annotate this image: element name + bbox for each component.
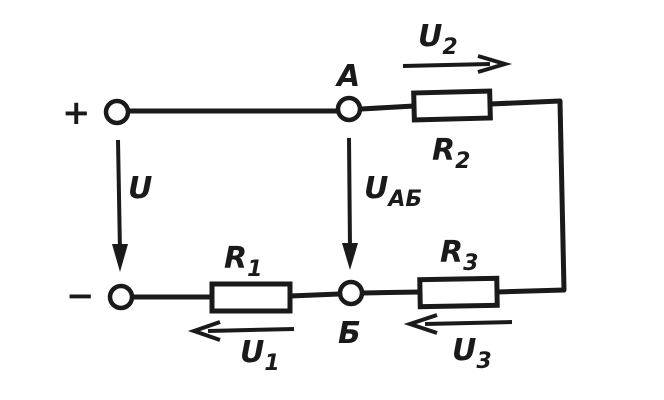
arrowhead-u1 <box>187 320 221 342</box>
terminal-plus <box>103 98 131 126</box>
arrow-u1 <box>207 327 295 333</box>
node-a-label: A <box>335 59 360 94</box>
resistor-r3 <box>417 275 500 310</box>
voltage-u2-label: U2 <box>418 19 458 60</box>
arrow-u <box>116 139 122 253</box>
node-b-label: Б <box>338 316 361 351</box>
resistor-r1 <box>209 281 293 314</box>
voltage-uab-label: UАБ <box>364 171 422 212</box>
arrow-u2 <box>402 62 491 68</box>
wire-bottom-mid <box>287 291 342 299</box>
voltage-u1-label: U1 <box>240 335 280 376</box>
arrow-u3 <box>424 320 513 326</box>
minus-sign: − <box>66 276 95 316</box>
arrowhead-uab <box>342 243 358 270</box>
plus-sign: + <box>62 93 91 133</box>
node-b <box>337 279 365 307</box>
wire-bottom-right <box>360 289 423 296</box>
arrowhead-u2 <box>477 54 513 74</box>
resistor-r3-label: R3 <box>440 235 478 276</box>
wire-right-loop <box>487 98 567 295</box>
resistor-r2-label: R2 <box>432 133 470 174</box>
node-a <box>335 95 363 123</box>
voltage-u-label: U <box>128 171 152 206</box>
arrowhead-u3 <box>403 313 438 335</box>
terminal-minus <box>107 283 135 311</box>
resistor-r1-label: R1 <box>224 241 262 282</box>
voltage-u3-label: U3 <box>452 333 492 374</box>
arrowhead-u <box>112 244 128 272</box>
arrow-uab <box>347 137 352 251</box>
resistor-r2 <box>411 88 493 123</box>
wire-top-mid <box>358 103 417 112</box>
